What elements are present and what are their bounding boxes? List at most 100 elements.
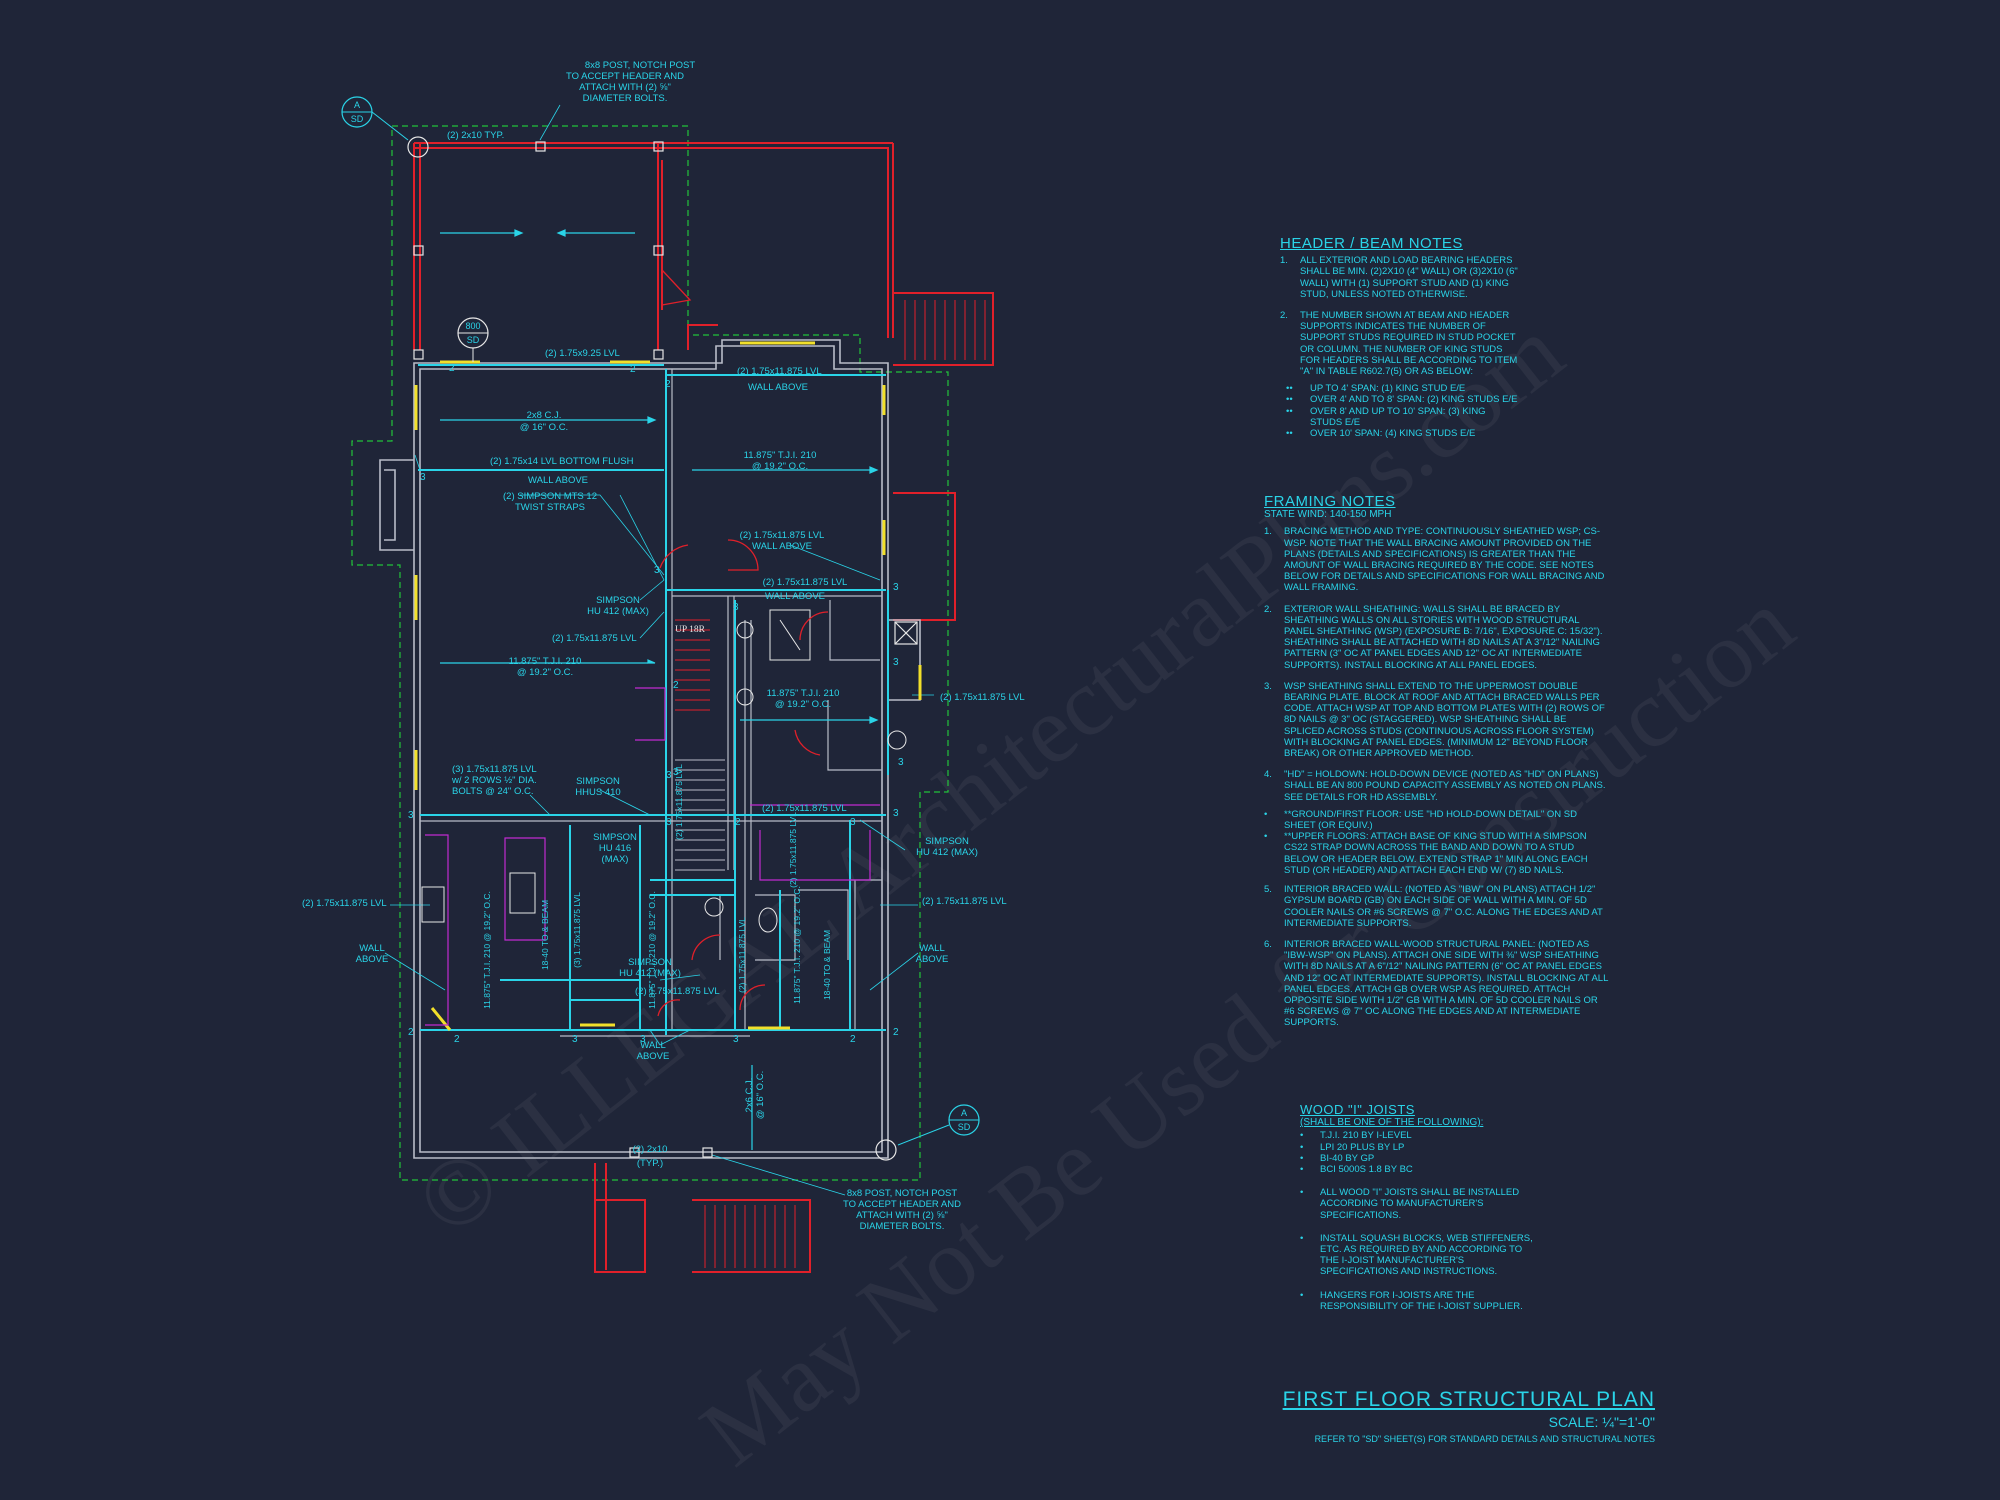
label-lvl-bottom-flush: (2) 1.75x14 LVL BOTTOM FLUSH — [490, 456, 634, 467]
joist-arrows — [440, 229, 879, 1150]
vlabel-lvl: (2) 1.75x11.875 LVL — [788, 812, 798, 888]
header-bullet: ••OVER 4' AND TO 8' SPAN: (2) KING STUDS… — [1286, 394, 1518, 406]
porch-framing — [413, 142, 994, 1273]
joist-product: •BCI 5000s 1.8 BY BC — [1300, 1164, 1413, 1176]
svg-text:TO ACCEPT HEADER AND: TO ACCEPT HEADER AND — [843, 1199, 961, 1210]
svg-text:11.875" T.J.I. 210: 11.875" T.J.I. 210 — [509, 656, 582, 667]
header-note-1: 1.ALL EXTERIOR AND LOAD BEARING HEADERS … — [1280, 255, 1518, 300]
door-swings — [657, 269, 829, 1017]
svg-text:HU 416: HU 416 — [599, 843, 631, 854]
vlabel-tji: 11.875" T.J.I. 210 @ 19.2" O.C. — [792, 886, 802, 1004]
svg-text:@ 19.2" O.C.: @ 19.2" O.C. — [775, 699, 831, 710]
roof-outline — [351, 125, 949, 1181]
svg-text:(2) 1.75x11.875 LVL: (2) 1.75x11.875 LVL — [740, 530, 825, 541]
svg-text:SIMPSON: SIMPSON — [925, 836, 969, 847]
header-notes-title: HEADER / BEAM NOTES — [1280, 235, 1463, 252]
structural-beams — [418, 364, 889, 1035]
svg-text:8x8 POST, NOTCH POST: 8x8 POST, NOTCH POST — [585, 60, 696, 71]
svg-text:3: 3 — [673, 767, 679, 778]
label-up-18r: UP 18R — [675, 625, 706, 635]
section-marker-bottom: A SD — [897, 1104, 980, 1146]
svg-text:2x8 C.J.: 2x8 C.J. — [527, 410, 562, 421]
svg-text:3: 3 — [733, 602, 739, 613]
vlabel-lvl: (3) 1.75x11.875 LVL — [572, 892, 582, 968]
svg-text:3: 3 — [640, 1034, 646, 1045]
joist-note: •HANGERS FOR I-JOISTS ARE THE RESPONSIBI… — [1300, 1289, 1523, 1312]
svg-text:SIMPSON: SIMPSON — [596, 595, 640, 606]
svg-text:(3) 1.75x11.875 LVL: (3) 1.75x11.875 LVL — [452, 764, 537, 775]
svg-text:ABOVE: ABOVE — [916, 954, 949, 965]
label-simpson-hhus: SIMPSON HHUS 410 — [575, 776, 620, 798]
svg-text:ABOVE: ABOVE — [637, 1051, 670, 1062]
joist-product: •BI-40 BY GP — [1300, 1152, 1375, 1164]
section-marker-sheet: SD — [958, 1122, 971, 1132]
label-simpson-hu416: SIMPSON HU 416 (MAX) — [593, 832, 637, 865]
svg-text:2: 2 — [735, 817, 741, 828]
section-marker-letter: A — [961, 1108, 967, 1118]
svg-text:8x8 POST, NOTCH POST: 8x8 POST, NOTCH POST — [847, 1188, 958, 1199]
vertical-labels: 11.875" T.J.I. 210 @ 19.2" O.C. (3) 1.75… — [482, 764, 832, 1009]
svg-text:2: 2 — [893, 1027, 899, 1038]
label-tji-center: 11.875" T.J.I. 210 @ 19.2" O.C. — [767, 688, 840, 710]
framing-note-3: 3.WSP SHEATHING SHALL EXTEND TO THE UPPE… — [1264, 680, 1605, 760]
label-joist-2x6: 2x6 C.J. @ 16" O.C. — [744, 1071, 766, 1119]
label-lvl-right-lower: (2) 1.75x11.875 LVL — [922, 896, 1007, 907]
svg-text:HHUS 410: HHUS 410 — [575, 787, 620, 798]
vlabel-lvl: (2) 1.75x11.875 LVL — [737, 917, 747, 993]
header-bullet: ••OVER 8' AND UP TO 10' SPAN: (3) KING S… — [1286, 405, 1486, 428]
svg-text:WALL: WALL — [640, 1040, 666, 1051]
svg-text:2: 2 — [665, 379, 671, 390]
framing-note-5: 5.INTERIOR BRACED WALL: (NOTED AS "IBW" … — [1264, 884, 1603, 929]
svg-text:3: 3 — [666, 817, 672, 828]
stair-treads-red — [675, 300, 986, 1268]
header-bullet: ••UP TO 4' SPAN: (1) KING STUD E/E — [1286, 383, 1466, 395]
label-lvl-925: (2) 1.75x9.25 LVL — [545, 348, 620, 359]
label-lvl-1187-top: (2) 1.75x11.875 LVL — [737, 366, 822, 377]
framing-notes-subtitle: STATE Wind: 140-150 mph — [1264, 509, 1392, 521]
joist-notes-subtitle: (SHALL BE ONE OF THE FOLLOWING): — [1300, 1117, 1484, 1129]
svg-text:2: 2 — [449, 363, 455, 374]
svg-text:ATTACH WITH (2) ⅝": ATTACH WITH (2) ⅝" — [856, 1210, 948, 1221]
svg-text:HU 412 (MAX): HU 412 (MAX) — [619, 968, 681, 979]
svg-text:w/ 2 ROWS ½" DIA.: w/ 2 ROWS ½" DIA. — [451, 775, 537, 786]
svg-text:3: 3 — [893, 808, 899, 819]
svg-text:DIAMETER BOLTS.: DIAMETER BOLTS. — [860, 1221, 945, 1232]
vlabel-lvl: (2) 1.75x11.875 LVL — [674, 764, 684, 840]
label-simpson-hu412: SIMPSON HU 412 (MAX) — [587, 595, 649, 617]
svg-text:WALL: WALL — [359, 943, 385, 954]
svg-text:3: 3 — [408, 810, 414, 821]
posts — [407, 136, 918, 1161]
svg-text:@ 16" O.C.: @ 16" O.C. — [755, 1071, 766, 1119]
svg-text:(2) 2x10: (2) 2x10 — [633, 1144, 668, 1155]
framing-notes-title: FRAMING NOTES — [1264, 493, 1396, 510]
sheet-title: FIRST FLOOR STRUCTURAL PLAN — [1282, 1388, 1655, 1411]
framing-note-2: 2.EXTERIOR WALL SHEATHING: WALLS SHALL B… — [1264, 603, 1603, 671]
svg-text:ATTACH WITH (2) ⅝": ATTACH WITH (2) ⅝" — [579, 82, 671, 93]
svg-text:2: 2 — [673, 680, 679, 691]
svg-text:DIAMETER BOLTS.: DIAMETER BOLTS. — [583, 93, 668, 104]
framing-notes: FRAMING NOTES STATE Wind: 140-150 mph 1.… — [1264, 493, 1609, 1039]
svg-text:3: 3 — [666, 770, 672, 781]
label-wall-above-right: WALL ABOVE — [916, 943, 949, 965]
vlabel-beam: 18-40 TO & BEAM — [540, 900, 550, 970]
plan-labels: 8x8 POST, NOTCH POST TO ACCEPT HEADER AN… — [302, 60, 1025, 1232]
label-simpson-hu412-right: SIMPSON HU 412 (MAX) — [916, 836, 978, 858]
label-lvl-right-side: (2) 1.75x11.875 LVL — [940, 692, 1025, 703]
building-walls — [379, 339, 921, 1159]
label-simpson-hu412-lower: SIMPSON HU 412 (MAX) — [619, 957, 681, 979]
svg-text:3: 3 — [893, 657, 899, 668]
framing-note-6: 6.INTERIOR BRACED WALL-WOOD STRUCTURAL P… — [1264, 938, 1608, 1029]
svg-text:11.875" T.J.I. 210: 11.875" T.J.I. 210 — [767, 688, 840, 699]
svg-text:(MAX): (MAX) — [602, 854, 629, 865]
svg-text:SIMPSON: SIMPSON — [593, 832, 637, 843]
svg-text:11.875" T.J.I. 210: 11.875" T.J.I. 210 — [744, 450, 817, 461]
label-lvl-lower-center: (2) 1.75x11.875 LVL — [635, 986, 720, 997]
fixtures — [421, 609, 907, 933]
svg-text:BOLTS @ 24" O.C.: BOLTS @ 24" O.C. — [452, 786, 533, 797]
label-wall-above-left: WALL ABOVE — [356, 943, 389, 965]
header-beam-notes: HEADER / BEAM NOTES 1.ALL EXTERIOR AND L… — [1280, 235, 1520, 447]
section-marker-top: A SD — [341, 96, 409, 141]
detail-marker-num: 800 — [465, 321, 480, 331]
svg-text:2x6 C.J.: 2x6 C.J. — [744, 1078, 755, 1113]
